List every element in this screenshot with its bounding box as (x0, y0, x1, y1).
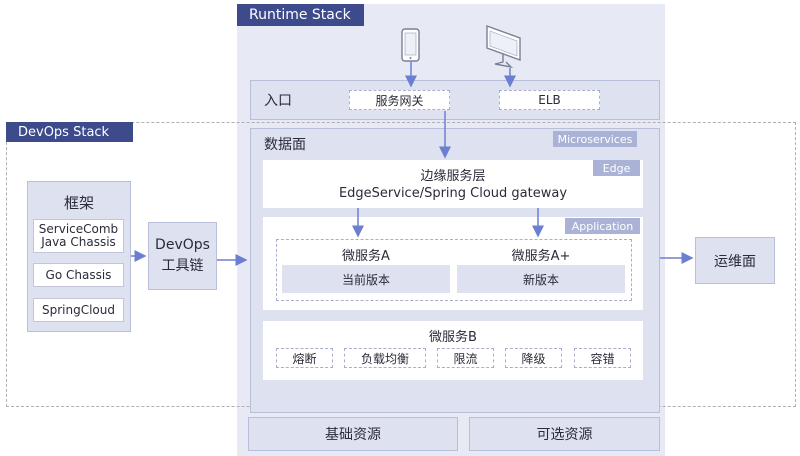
framework-title: 框架 (63, 193, 94, 212)
application-dashed-group (276, 239, 632, 301)
feature-degradation: 降级 (505, 348, 562, 368)
edge-service-title: 边缘服务层 (420, 168, 486, 184)
edge-service-box (263, 160, 643, 208)
runtime-stack-title: Runtime Stack (237, 4, 364, 26)
devops-stack-title: DevOps Stack (6, 122, 133, 142)
elb-chip: ELB (499, 90, 600, 110)
microservices-tag: Microservices (553, 131, 637, 147)
basic-resources-box: 基础资源 (248, 417, 458, 451)
edge-tag: Edge (593, 160, 640, 176)
ops-plane-box: 运维面 (695, 237, 775, 284)
feature-rate-limiting: 限流 (437, 348, 494, 368)
entry-label: 入口 (264, 93, 292, 109)
current-version-box: 当前版本 (282, 265, 450, 293)
devops-toolchain-box: DevOps 工具链 (148, 222, 217, 290)
desktop-monitor-icon (486, 25, 521, 69)
devops-toolchain-label-1: DevOps (155, 237, 210, 253)
service-b-title: 微服务B (429, 329, 477, 345)
feature-circuit-breaker: 熔断 (276, 348, 333, 368)
service-gateway-chip: 服务网关 (349, 90, 450, 110)
new-version-box: 新版本 (457, 265, 625, 293)
framework-item-go-chassis: Go Chassis (33, 263, 124, 287)
feature-fault-tolerance: 容错 (574, 348, 631, 368)
devops-toolchain-label-2: 工具链 (161, 258, 204, 274)
service-a-plus-title: 微服务A+ (511, 248, 571, 264)
framework-item-springcloud: SpringCloud (33, 298, 124, 322)
application-tag: Application (565, 218, 640, 234)
framework-item-servicecomb: ServiceComb Java Chassis (33, 219, 124, 253)
optional-resources-box: 可选资源 (469, 417, 660, 451)
service-a-title: 微服务A (342, 248, 390, 264)
smartphone-icon (401, 28, 420, 62)
feature-load-balancing: 负载均衡 (344, 348, 426, 368)
data-plane-label: 数据面 (264, 137, 306, 153)
edge-service-subtitle: EdgeService/Spring Cloud gateway (338, 185, 568, 201)
